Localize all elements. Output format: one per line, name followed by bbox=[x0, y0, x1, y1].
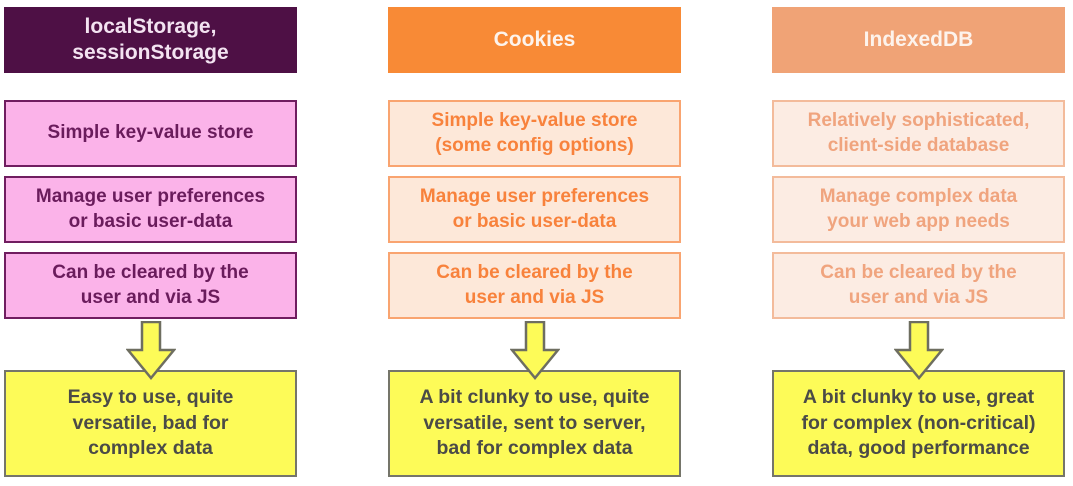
feature-box: Simple key-value store bbox=[4, 100, 297, 167]
arrow-container bbox=[4, 319, 297, 380]
feature-box: Can be cleared by the user and via JS bbox=[4, 252, 297, 319]
column-header: IndexedDB bbox=[772, 7, 1065, 73]
arrow-container bbox=[772, 319, 1065, 380]
summary-box: Easy to use, quite versatile, bad for co… bbox=[4, 370, 297, 477]
down-arrow-icon bbox=[893, 321, 944, 380]
feature-box: Manage user preferences or basic user-da… bbox=[388, 176, 681, 243]
summary-box: A bit clunky to use, great for complex (… bbox=[772, 370, 1065, 477]
feature-box: Manage complex data your web app needs bbox=[772, 176, 1065, 243]
arrow-container bbox=[388, 319, 681, 380]
feature-box: Relatively sophisticated, client-side da… bbox=[772, 100, 1065, 167]
column-indexeddb: IndexedDB Relatively sophisticated, clie… bbox=[772, 7, 1065, 486]
column-cookies: Cookies Simple key-value store (some con… bbox=[388, 7, 681, 486]
down-arrow-icon bbox=[509, 321, 560, 380]
column-header: localStorage, sessionStorage bbox=[4, 7, 297, 73]
feature-box: Can be cleared by the user and via JS bbox=[388, 252, 681, 319]
down-arrow-icon bbox=[125, 321, 176, 380]
column-web-storage: localStorage, sessionStorage Simple key-… bbox=[4, 7, 297, 486]
column-header: Cookies bbox=[388, 7, 681, 73]
feature-box: Simple key-value store (some config opti… bbox=[388, 100, 681, 167]
feature-box: Can be cleared by the user and via JS bbox=[772, 252, 1065, 319]
feature-box: Manage user preferences or basic user-da… bbox=[4, 176, 297, 243]
summary-box: A bit clunky to use, quite versatile, se… bbox=[388, 370, 681, 477]
